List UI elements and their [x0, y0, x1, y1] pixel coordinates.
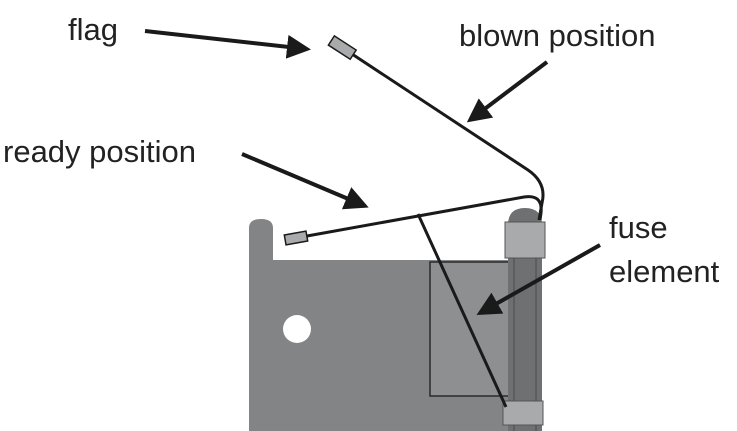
- fuse-element-arrow: [476, 243, 601, 315]
- flag-arrow: [144, 29, 311, 59]
- top-ferrule: [504, 221, 546, 259]
- fuse-element-label-line2: element: [609, 254, 720, 289]
- ready-position-arrow: [241, 152, 369, 210]
- blown-position-flag: [327, 34, 358, 61]
- fuse-element-wire: [416, 213, 508, 408]
- mounting-hole: [283, 315, 311, 343]
- bottom-ferrule: [502, 400, 544, 426]
- blown-position-arrow: [466, 60, 549, 123]
- fuse-element-label-line1: fuse: [609, 210, 668, 245]
- ready-position-flag: [283, 230, 309, 246]
- ready-position-label: ready position: [3, 134, 197, 169]
- mounting-bracket: [249, 219, 515, 431]
- flag-label: flag: [68, 12, 118, 47]
- blown-position-label: blown position: [459, 18, 656, 53]
- blown-position-wire: [351, 52, 545, 221]
- fuse-tube: [502, 208, 546, 431]
